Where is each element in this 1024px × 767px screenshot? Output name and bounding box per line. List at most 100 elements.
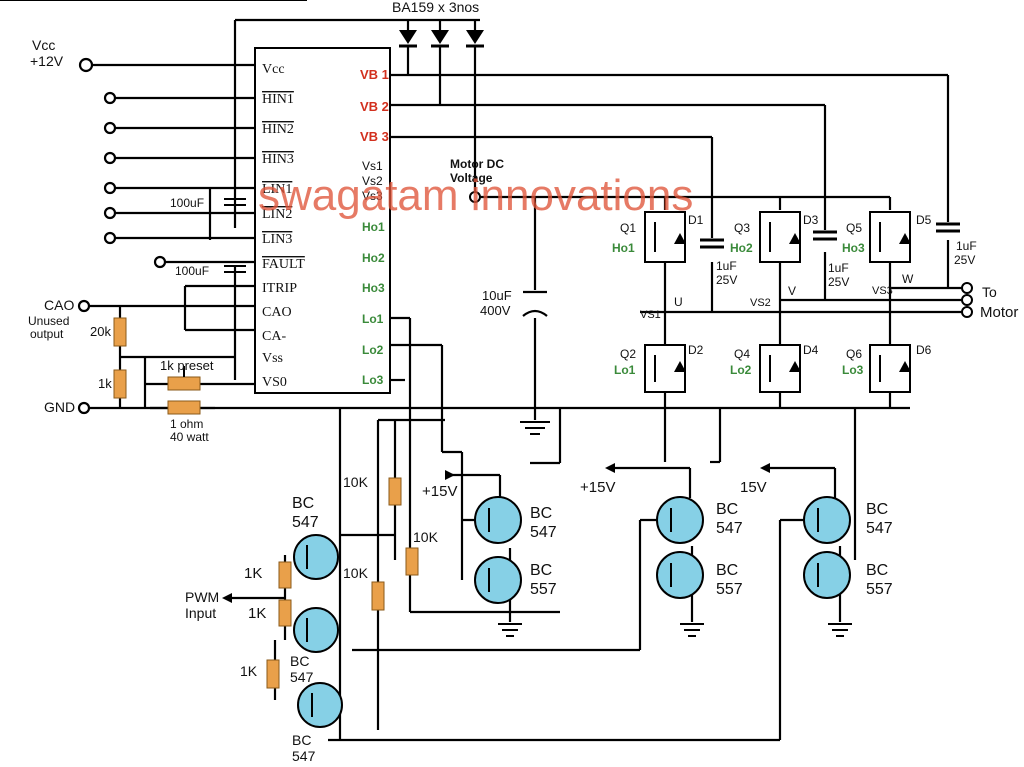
pin-ho3: Ho3 <box>362 281 385 295</box>
pin-lin2: LIN2 <box>262 207 292 222</box>
pin-lin3: LIN3 <box>262 232 292 247</box>
resistor-10k-c <box>371 581 385 611</box>
cao-label: CAO <box>44 297 74 313</box>
vs3-label: VS3 <box>872 285 893 297</box>
plus15-c: 15V <box>740 479 767 496</box>
shunt-resistor <box>167 400 201 415</box>
bc547-a-1: BC <box>292 495 314 512</box>
plus15-b: +15V <box>580 479 615 496</box>
bc557-d-1: BC <box>530 562 552 579</box>
motor-dc-label-1: Motor DC <box>450 157 504 171</box>
resistor-10k-b <box>405 547 419 576</box>
pin-hin2: HIN2 <box>262 122 294 137</box>
d4-label: D4 <box>803 343 819 357</box>
c3-volt: 25V <box>954 253 975 267</box>
igbt-array <box>644 211 911 393</box>
ho3-label: Ho3 <box>842 241 865 255</box>
pin-ca-: CA- <box>262 329 286 344</box>
pin-vs2: Vs2 <box>362 174 383 188</box>
c2-volt: 25V <box>828 275 849 289</box>
q3-label: Q3 <box>734 221 750 235</box>
bc547-b-1: BC <box>290 653 309 669</box>
preset-label: 1k preset <box>160 358 214 373</box>
bc547-e-1: BC <box>716 501 738 518</box>
bc547-c-2: 547 <box>292 748 316 764</box>
bc557-e-2: 557 <box>716 581 743 598</box>
output-label: output <box>30 327 64 341</box>
c1-volt: 25V <box>716 273 737 287</box>
bc547-f-2: 547 <box>866 520 893 537</box>
r1k-label: 1k <box>98 376 112 391</box>
bjt-transistors <box>293 496 851 728</box>
pin-vss: Vss <box>262 351 283 366</box>
r20k-label: 20k <box>90 324 111 339</box>
pin-ho1: Ho1 <box>362 220 385 234</box>
unused-label: Unused <box>28 314 69 328</box>
vs2-label: VS2 <box>750 297 771 309</box>
left-input-wiring <box>90 18 480 410</box>
node-u: U <box>674 295 683 309</box>
pin-hin1: HIN1 <box>262 92 294 107</box>
pin-itrip: ITRIP <box>262 281 297 296</box>
c1-val: 1uF <box>716 259 737 273</box>
bc557-f-1: BC <box>866 562 888 579</box>
bridge-wiring <box>390 240 962 410</box>
pin-lo3: Lo3 <box>362 373 384 387</box>
r1k-c-label: 1K <box>240 663 258 679</box>
resistor-1k-c <box>266 659 280 689</box>
bc547-b-2: 547 <box>290 669 314 685</box>
resistor-1k <box>113 369 127 399</box>
bjt-leads <box>0 0 819 717</box>
lo3-label: Lo3 <box>842 363 864 377</box>
bc547-c-1: BC <box>292 732 311 748</box>
to-label: To <box>982 284 997 300</box>
ic-left-pins: Vcc HIN1 HIN2 HIN3 LIN1 LIN2 LIN3 FAULT … <box>262 62 305 390</box>
resistor-10k-a <box>388 477 402 506</box>
motor-terminals <box>961 282 973 318</box>
vcc-label: Vcc <box>32 37 55 53</box>
bootstrap-diodes <box>399 20 484 137</box>
driver-grounds <box>498 623 852 637</box>
d6-label: D6 <box>916 343 932 357</box>
c3-val: 1uF <box>956 239 977 253</box>
freewheel-diodes <box>674 233 911 372</box>
watermark: swagatam innovations <box>258 171 693 220</box>
pin-vb2: VB 2 <box>360 99 389 114</box>
r10k-a-label: 10K <box>343 474 369 490</box>
cap-10uf: 10uF <box>482 288 512 303</box>
input-terminals <box>77 57 167 415</box>
q1-label: Q1 <box>620 221 636 235</box>
vs1-label: VS1 <box>640 309 661 321</box>
bc547-d-2: 547 <box>530 524 557 541</box>
ground-main <box>520 421 550 435</box>
driver-wiring <box>230 316 857 742</box>
ic-body <box>254 47 391 394</box>
lo1-label: Lo1 <box>614 363 636 377</box>
node-w: W <box>902 272 914 286</box>
motor-dc-label-2: Voltage <box>450 171 493 185</box>
c2-val: 1uF <box>828 261 849 275</box>
cap-100uf-a: 100uF <box>170 196 204 210</box>
decoupling-caps <box>224 198 246 273</box>
q4-label: Q4 <box>734 347 750 361</box>
bc557-d-2: 557 <box>530 581 557 598</box>
vcc-value: +12V <box>30 53 64 69</box>
dc-bus <box>475 195 892 420</box>
ho1-label: Ho1 <box>612 241 635 255</box>
d2-label: D2 <box>688 343 704 357</box>
pin-vb1: VB 1 <box>360 67 389 82</box>
shunt-label-1: 1 ohm <box>170 417 203 431</box>
pwm-label: PWM <box>185 589 219 605</box>
node-v: V <box>788 284 796 298</box>
pin-ho2: Ho2 <box>362 251 385 265</box>
pin-lo2: Lo2 <box>362 343 384 357</box>
ho2-label: Ho2 <box>730 241 753 255</box>
pin-vs0: VS0 <box>262 375 287 390</box>
pin-vs3: Vs3 <box>362 189 383 203</box>
preset-1k <box>167 376 201 391</box>
gnd-label: GND <box>44 399 75 415</box>
d3-label: D3 <box>803 213 819 227</box>
pin-vcc: Vcc <box>262 62 285 77</box>
